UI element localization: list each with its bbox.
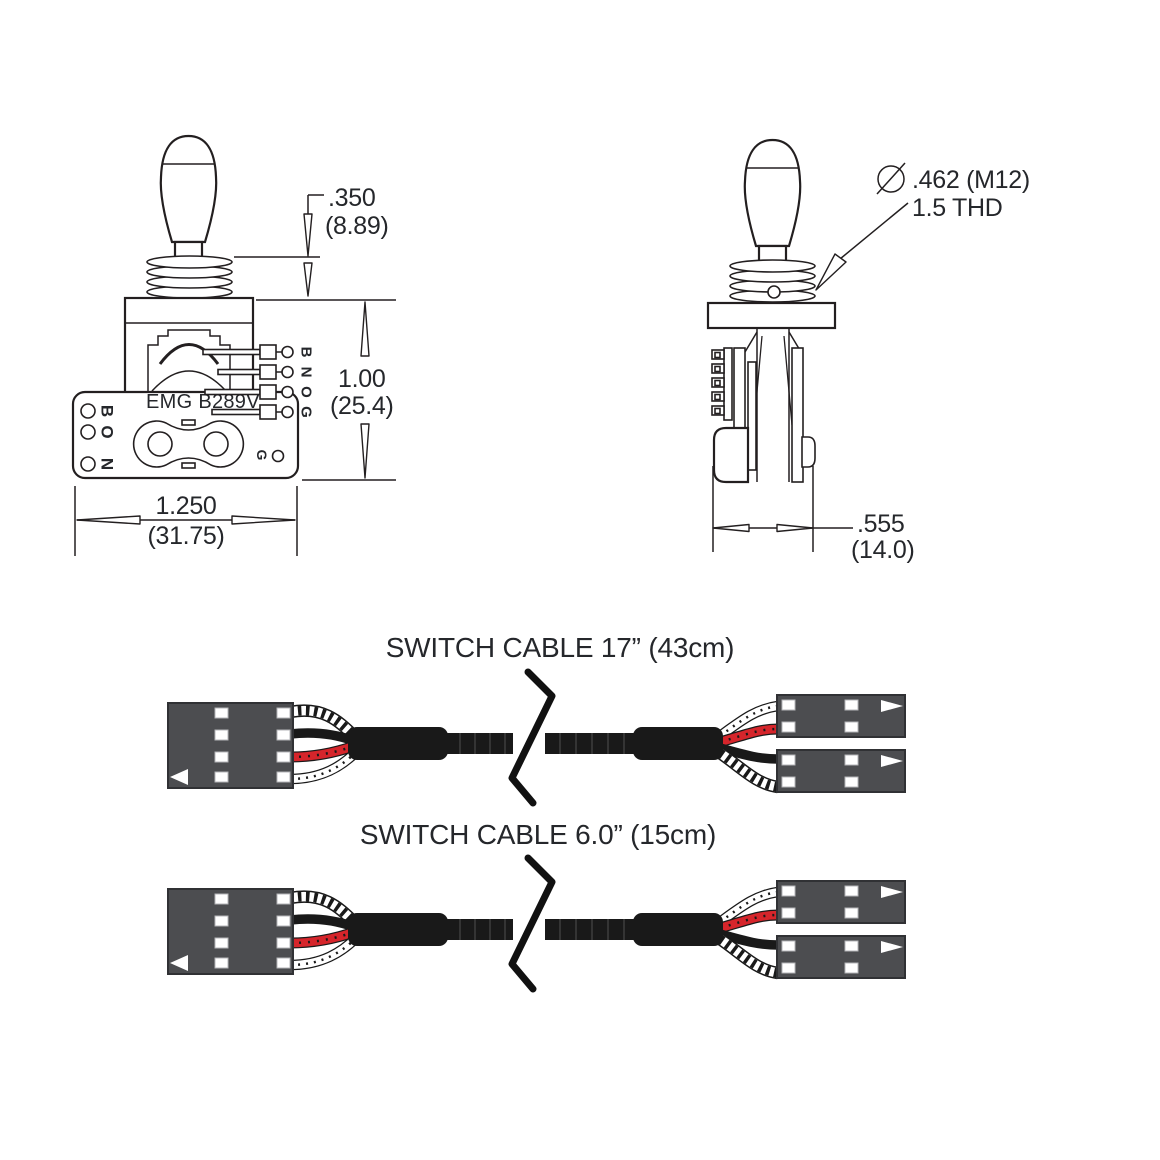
dim-350-mm: (8.89) <box>325 212 389 240</box>
toggle-knob <box>743 138 802 263</box>
connector-2pin-bottom <box>776 749 906 793</box>
wafer-plate <box>747 361 757 471</box>
black-wire <box>289 728 356 746</box>
switch-pin <box>217 364 294 380</box>
connector-4pin <box>167 888 294 975</box>
switch-pin <box>202 344 294 360</box>
cable-assembly-17: SWITCH CABLE 17” (43cm) <box>167 632 906 807</box>
pcb-model-label: EMG B289V <box>146 391 260 413</box>
diameter-symbol-icon <box>876 162 906 195</box>
braided-shield-wire <box>716 933 780 980</box>
braided-shield-wire <box>716 747 780 794</box>
mounting-lobes <box>132 419 245 469</box>
pin-letter-n: N <box>298 367 315 378</box>
red-wire <box>718 909 779 934</box>
pad-letter-o: O <box>98 425 117 438</box>
orientation-arrow-icon <box>170 769 188 785</box>
cable-17-label: SWITCH CABLE 17” (43cm) <box>386 632 735 663</box>
dim-350-in: .350 <box>328 184 375 212</box>
front-view-switch: EMG B289V B O N G <box>71 134 396 556</box>
output-pins: B N O G <box>202 344 315 420</box>
pin-letter-o: O <box>298 386 315 398</box>
cable-jacket <box>445 733 513 754</box>
break-symbol-icon <box>508 668 556 807</box>
connector-4pin <box>167 702 294 789</box>
thread-spec-line1: .462 (M12) <box>912 166 1030 194</box>
heatshrink-sleeve <box>348 913 448 946</box>
dim-100-in: 1.00 <box>338 365 385 393</box>
barrel <box>712 426 750 484</box>
white-wire <box>716 886 779 927</box>
dim-555-in: .555 <box>857 510 904 538</box>
heatshrink-sleeve <box>633 913 723 946</box>
solder-pad-O: O <box>80 424 117 440</box>
dim-body-width: 1.250 (31.75) <box>74 486 298 556</box>
threaded-bushing <box>729 259 816 303</box>
black-wire <box>718 743 779 764</box>
solder-pad-N: N <box>80 456 117 472</box>
pcb-plate: EMG B289V B O N G <box>71 390 300 480</box>
connector-2pin-top <box>776 694 906 738</box>
dim-body-depth: .555 (14.0) <box>712 466 915 564</box>
cable-jacket <box>445 919 513 940</box>
dim-1250-in: 1.250 <box>155 492 216 520</box>
side-view-switch: .462 (M12) 1.5 THD .555 (14.0) <box>706 138 1030 564</box>
dim-555-mm: (14.0) <box>851 536 915 564</box>
black-wire <box>289 914 356 932</box>
ground-letter: G <box>254 450 270 461</box>
pad-letter-n: N <box>98 458 117 470</box>
thread-spec-line2: 1.5 THD <box>912 194 1003 222</box>
cable-assembly-6: SWITCH CABLE 6.0” (15cm) <box>167 819 906 993</box>
dim-1250-mm: (31.75) <box>147 522 224 550</box>
connector-2pin-bottom <box>776 935 906 979</box>
dim-100-mm: (25.4) <box>330 392 394 420</box>
connector-2pin-top <box>776 880 906 924</box>
white-wire <box>716 700 779 741</box>
pin-letter-g: G <box>298 406 315 418</box>
cable-jacket <box>545 733 637 754</box>
mounting-flange <box>706 301 837 330</box>
orientation-arrow-icon <box>881 886 903 898</box>
pin-letter-b: B <box>298 347 315 358</box>
dim-body-height: 1.00 (25.4) <box>302 301 396 481</box>
side-tab <box>801 436 816 468</box>
dim-actuator-height: .350 (8.89) <box>234 184 396 301</box>
pad-letter-b: B <box>98 405 117 417</box>
toggle-knob <box>159 134 218 259</box>
red-wire <box>718 723 779 748</box>
wafer-plate <box>791 347 804 483</box>
cable-jacket <box>545 919 637 940</box>
orientation-arrow-icon <box>881 941 903 953</box>
heatshrink-sleeve <box>633 727 723 760</box>
switch-pin <box>211 404 294 420</box>
black-wire <box>718 929 779 950</box>
contact-stack <box>711 347 733 421</box>
ground-pad: G <box>254 450 285 463</box>
orientation-arrow-icon <box>170 955 188 971</box>
leader-arrow <box>815 253 847 291</box>
cable-6-label: SWITCH CABLE 6.0” (15cm) <box>360 819 716 850</box>
thread-spec-callout: .462 (M12) 1.5 THD <box>815 162 1030 291</box>
solder-pad-B: B <box>80 403 117 419</box>
switch-pin <box>204 384 294 400</box>
break-symbol-icon <box>508 854 556 993</box>
orientation-arrow-icon <box>881 700 903 712</box>
orientation-arrow-icon <box>881 755 903 767</box>
switch-mechanism <box>711 328 816 484</box>
heatshrink-sleeve <box>348 727 448 760</box>
threaded-bushing <box>146 255 233 299</box>
